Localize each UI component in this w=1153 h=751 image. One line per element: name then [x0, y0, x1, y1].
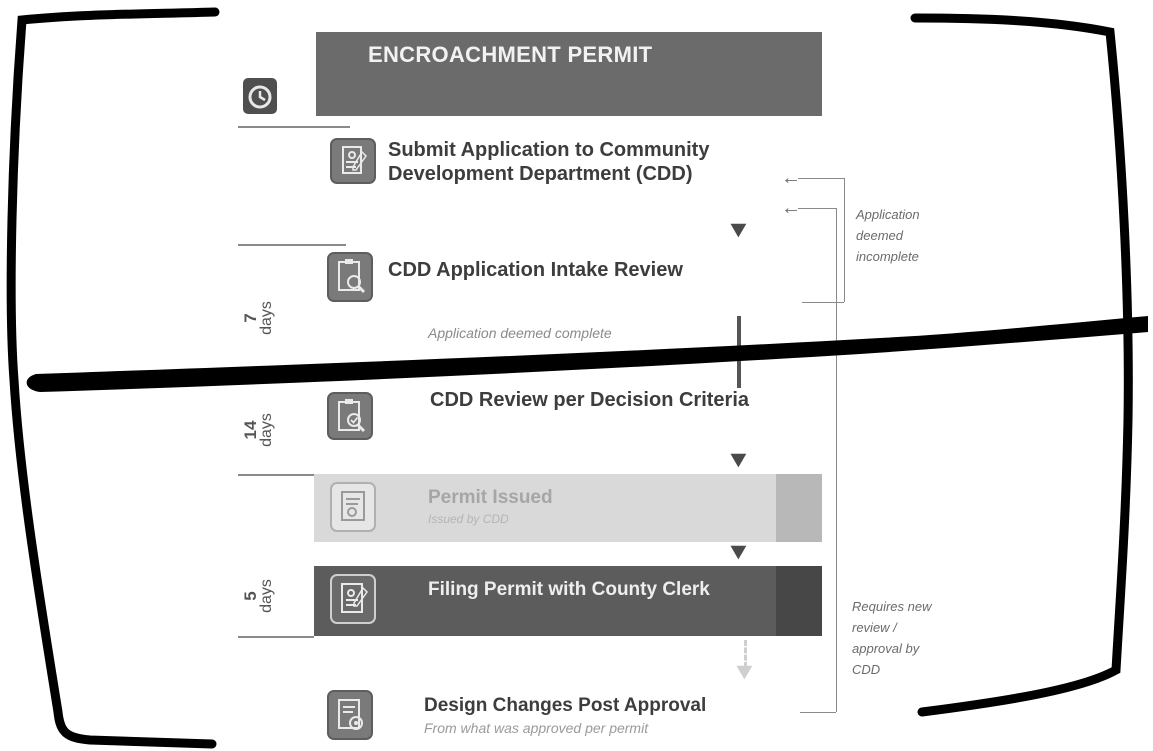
- certificate-icon: [330, 482, 376, 532]
- step-decision-review-title: CDD Review per Decision Criteria: [430, 389, 749, 411]
- clock-icon: [243, 78, 277, 114]
- divider: [238, 474, 314, 476]
- left-bracket-stroke: [6, 7, 220, 749]
- dashed-flow-line: [744, 640, 747, 668]
- note-requires-new-review: Requires new review / approval by CDD: [852, 596, 932, 680]
- step-permit-issued-title: Permit Issued: [428, 487, 553, 508]
- flow-chevron-icon: ⯆: [734, 658, 755, 688]
- divider: [238, 244, 346, 246]
- step-filing-permit-title: Filing Permit with County Clerk: [428, 579, 710, 600]
- title-line: Development Department (CDD): [388, 163, 693, 185]
- note-line: review /: [852, 620, 897, 635]
- header-bar: [316, 32, 822, 116]
- connector-line: [800, 712, 836, 713]
- clipboard-check-icon: [327, 392, 373, 440]
- note-line: Requires new: [852, 599, 932, 614]
- clipboard-search-icon: [327, 252, 373, 302]
- document-gear-icon: [327, 690, 373, 740]
- divider: [238, 126, 350, 128]
- note-application-incomplete: Application deemed incomplete: [856, 204, 920, 267]
- flow-chevron-icon: ⯆: [728, 216, 749, 246]
- step-permit-issued-subtitle: Issued by CDD: [428, 512, 509, 526]
- application-form-icon: [330, 138, 376, 184]
- note-line: incomplete: [856, 249, 919, 264]
- step-note-complete: Application deemed complete: [428, 325, 612, 341]
- arrow-left-icon: ←: [781, 197, 801, 219]
- connector-line: [798, 208, 836, 209]
- title-line: Submit Application to Community: [388, 139, 710, 161]
- step-intake-review-title: CDD Application Intake Review: [388, 259, 683, 281]
- connector-line: [836, 208, 837, 712]
- connector-line: [802, 302, 844, 303]
- note-line: CDD: [852, 662, 881, 677]
- divider: [238, 636, 314, 638]
- step-submit-application-title: Submit Application to Community Developm…: [388, 138, 709, 186]
- connector-line: [844, 178, 845, 302]
- flow-chevron-icon: ⯆: [728, 538, 749, 568]
- strike-through-stroke: [26, 316, 1149, 392]
- document-pen-icon: [330, 574, 376, 624]
- step-design-changes-subtitle: From what was approved per permit: [424, 720, 649, 736]
- step-design-changes-title: Design Changes Post Approval: [424, 695, 707, 716]
- page-title: ENCROACHMENT PERMIT: [368, 42, 653, 67]
- note-line: deemed: [856, 228, 903, 243]
- connector-line: [798, 178, 844, 179]
- flow-chevron-icon: ⯆: [728, 446, 749, 476]
- filing-permit-band: [314, 566, 776, 636]
- permit-issued-band: [314, 474, 776, 542]
- band-end-cap: [776, 474, 822, 542]
- right-bracket-stroke: [910, 13, 1133, 717]
- arrow-left-icon: ←: [781, 167, 801, 189]
- note-line: Application: [856, 207, 920, 222]
- note-line: approval by: [852, 641, 920, 656]
- band-end-cap: [776, 566, 822, 636]
